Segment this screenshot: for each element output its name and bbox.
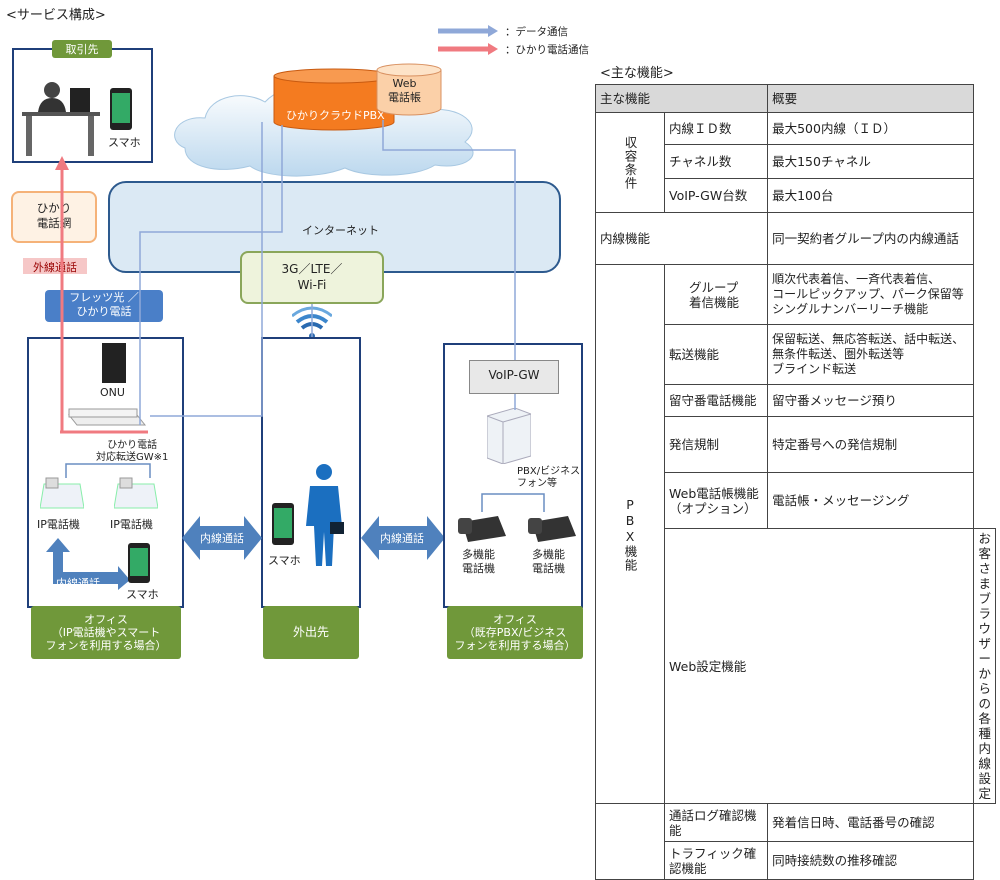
legend-voice: ：ひかり電話通信 [505, 44, 589, 56]
mobile-network-box [240, 251, 384, 304]
office2-pbx-label: PBX/ビジネス フォン等 [517, 466, 581, 489]
internal-call-arrow [46, 538, 130, 590]
internet-label: インターネット [302, 224, 379, 237]
pbx-server-icon [487, 408, 531, 464]
office1-lan-lines [65, 463, 151, 478]
table-header-row: 主な機能 概要 [594, 84, 996, 113]
row-group-value: 順次代表着信、一斉代表着信、 コールピックアップ、パーク保留等 シングルナンバー… [767, 264, 975, 325]
features-title: <主な機能> [600, 66, 674, 81]
multi-phone2-icon [528, 516, 576, 542]
connection-lines [55, 120, 516, 434]
row-restrict-name: 発信規制 [663, 416, 769, 473]
multi-phone2-label: 多機能 電話機 [532, 548, 565, 575]
ip-phone1-icon [40, 477, 84, 509]
onu-label: ONU [100, 386, 125, 399]
row-voip-value: 最大100台 [767, 178, 975, 213]
row-calllog-value: 発着信日時、電話番号の確認 [767, 803, 975, 842]
ip-phone2-label: IP電話機 [110, 518, 153, 531]
office2-caption: オフィス （既存PBX/ビジネス フォンを利用する場合） [447, 606, 583, 659]
table-row: チャネル数 最大150チャネル [596, 144, 996, 179]
office1-smartphone-icon [128, 543, 150, 583]
external-call-badge [23, 258, 87, 274]
voip-gw-box [469, 360, 559, 394]
office2-caption-text: オフィス （既存PBX/ビジネス フォンを利用する場合） [454, 613, 576, 652]
table-row: PBX機能 グループ 着信機能 順次代表着信、一斉代表着信、 コールピックアップ… [595, 264, 996, 804]
row-group-name: グループ 着信機能 [663, 264, 769, 325]
table-row: 留守番電話機能 留守番メッセージ預り [596, 384, 996, 417]
pbx-label: ひかりクラウドPBX [286, 109, 385, 122]
row-ext-func-name: 内線機能 [594, 212, 769, 265]
row-transfer-value: 保留転送、無応答転送、話中転送、 無条件転送、圏外転送等 ブラインド転送 [767, 324, 975, 385]
office2-panel [443, 343, 583, 608]
flets-label: フレッツ光 ／ ひかり電話 [69, 291, 139, 318]
internal-call-left-arrow [182, 516, 262, 560]
pbx-group-label: PBX機能 [595, 264, 665, 804]
gateway-label: ひかり電話 対応転送GW※1 [96, 440, 169, 463]
multi-phone1-label: 多機能 電話機 [462, 548, 495, 575]
internal-call-right-arrow [361, 516, 445, 560]
gateway-icon [67, 408, 147, 426]
office1-internal-call-label: 内線通話 [56, 577, 100, 590]
ip-phone1-label: IP電話機 [37, 518, 80, 531]
row-voip-name: VoIP-GW台数 [663, 178, 769, 213]
flets-box [45, 290, 163, 322]
capacity-group-label: 収容条件 [595, 112, 665, 213]
table-row: VoIP-GW台数 最大100台 [596, 178, 996, 213]
row-ext-func-value: 同一契約者グループ内の内線通話 [767, 212, 975, 265]
mobile-network-label: 3G／LTE／ Wi-Fi [281, 262, 343, 292]
features-table: 主な機能 概要 収容条件 内線ＩＤ数 最大500内線（ＩＤ） チャネル数 最大1… [594, 84, 996, 880]
row-ext-id-name: 内線ＩＤ数 [663, 112, 769, 145]
header-feature: 主な機能 [594, 84, 769, 113]
outside-caption: 外出先 [263, 606, 359, 659]
internal-call-right-label: 内線通話 [380, 532, 424, 545]
outside-smartphone-icon [272, 503, 294, 545]
row-transfer-name: 転送機能 [663, 324, 769, 385]
internal-call-left-label: 内線通話 [200, 532, 244, 545]
partner-smartphone-icon [110, 88, 132, 130]
multi-phone1-icon [458, 516, 506, 542]
ip-phone2-icon [114, 477, 158, 509]
row-ext-id-value: 最大500内線（ＩＤ） [767, 112, 975, 145]
outside-smartphone-label: スマホ [268, 554, 301, 567]
office-worker-icon [22, 82, 100, 156]
row-web-name: Web設定機能 [663, 528, 975, 804]
outside-panel [261, 337, 361, 608]
row-channels-value: 最大150チャネル [767, 144, 975, 179]
table-row: 通話ログ確認機能 発着信日時、電話番号の確認 [595, 803, 996, 880]
web-phonebook-label: Web 電話帳 [388, 77, 421, 104]
external-call-label: 外線通話 [33, 261, 77, 274]
row-traffic-value: 同時接続数の推移確認 [767, 841, 975, 880]
row-traffic-name: トラフィック確認機能 [663, 841, 769, 880]
partner-smartphone-label: スマホ [108, 136, 141, 149]
row-webbook-value: 電話帳・メッセージング [767, 472, 975, 529]
office2-lan-lines [481, 493, 545, 512]
service-title: <サービス構成> [6, 8, 106, 23]
partner-title: 取引先 [52, 40, 112, 58]
row-voicemail-name: 留守番電話機能 [663, 384, 769, 417]
legend-arrows [438, 25, 498, 55]
header-summary: 概要 [767, 84, 975, 113]
row-calllog-name: 通話ログ確認機能 [663, 803, 769, 842]
table-row: Web電話帳機能 （オプション） 電話帳・メッセージング [596, 472, 996, 529]
row-web-value: お客さまブラウザーからの各種内線設定 [973, 528, 996, 804]
businessman-icon [306, 464, 344, 566]
onu-icon [102, 343, 126, 383]
voip-gw-label: VoIP-GW [488, 368, 540, 382]
row-webbook-name: Web電話帳機能 （オプション） [663, 472, 769, 529]
legend-data: ：データ通信 [505, 26, 568, 38]
row-voicemail-value: 留守番メッセージ預り [767, 384, 975, 417]
web-group-spacer [595, 803, 665, 880]
row-restrict-value: 特定番号への発信規制 [767, 416, 975, 473]
office1-smartphone-label: スマホ [126, 588, 159, 601]
web-phonebook-cylinder [376, 63, 442, 116]
table-row: 収容条件 内線ＩＤ数 最大500内線（ＩＤ） [595, 112, 996, 213]
office1-caption: オフィス （IP電話機やスマート フォンを利用する場合） [31, 606, 181, 659]
pbx-cylinder [273, 68, 395, 131]
hikari-net-box [11, 191, 97, 243]
table-row: 内線機能 同一契約者グループ内の内線通話 [594, 212, 996, 265]
row-channels-name: チャネル数 [663, 144, 769, 179]
office1-caption-text: オフィス （IP電話機やスマート フォンを利用する場合） [45, 613, 167, 652]
